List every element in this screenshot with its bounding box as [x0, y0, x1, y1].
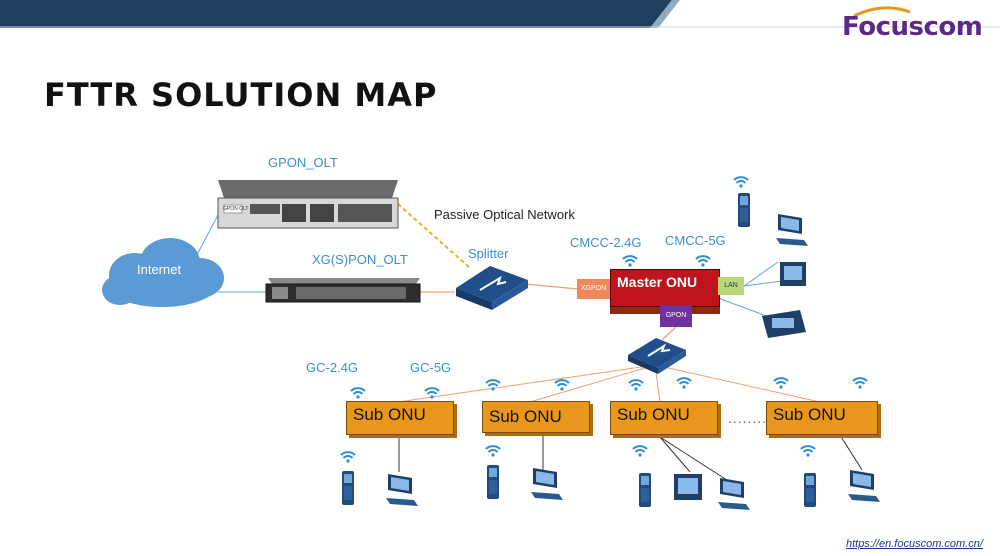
mobile-device-icon — [804, 473, 816, 507]
tv-icon — [780, 262, 806, 286]
wifi-icon — [733, 176, 749, 189]
wifi-icon — [628, 379, 644, 392]
sub-onu-label: Sub ONU — [773, 405, 846, 424]
internet-cloud-icon — [102, 238, 224, 307]
wifi-icon — [340, 451, 356, 464]
sub-onu-label: Sub ONU — [617, 405, 690, 424]
sub-onu-box: Sub ONU — [482, 401, 590, 433]
xgpon-port: XGPON — [577, 279, 610, 299]
sub-onu-label: Sub ONU — [489, 407, 562, 426]
splitter-label: Splitter — [468, 246, 509, 261]
wifi-icon — [676, 377, 692, 390]
gpon-olt-device-icon — [217, 180, 399, 229]
gc-5g-label: GC-5G — [410, 360, 452, 375]
telephone-icon — [762, 310, 806, 338]
sub-onu-box: Sub ONU — [766, 401, 878, 435]
cmcc-5g-label: CMCC-5G — [665, 233, 726, 248]
sub-onu-box: Sub ONU — [346, 401, 454, 435]
wifi-icon — [632, 445, 648, 458]
mobile-device-icon — [738, 193, 750, 227]
mobile-device-icon — [487, 465, 499, 499]
brand-logo: Focuscom — [842, 12, 983, 42]
gpon-port: GPON — [660, 305, 692, 327]
gpon-olt-label: GPON_OLT — [268, 155, 338, 170]
wifi-icon — [485, 445, 501, 458]
sub-onu-label: Sub ONU — [353, 405, 426, 424]
olt-device-tag: GPON OLT — [223, 206, 249, 212]
mobile-device-icon — [342, 471, 354, 505]
xgspon-olt-label: XG(S)PON_OLT — [312, 252, 408, 267]
wifi-icon — [622, 255, 638, 268]
computer-icon — [531, 468, 563, 500]
lan-port: LAN — [718, 277, 744, 295]
master-onu-label: Master ONU — [617, 274, 698, 290]
computer-icon — [386, 474, 418, 506]
ellipsis-indicator: ........ — [728, 410, 768, 426]
passive-optical-network-label: Passive Optical Network — [434, 207, 575, 222]
sub-onu-box: Sub ONU — [610, 401, 718, 435]
header-bar — [0, 0, 1000, 28]
wifi-icon — [800, 445, 816, 458]
wifi-icon — [554, 379, 570, 392]
wifi-icon — [695, 255, 711, 268]
cmcc-2-4g-label: CMCC-2.4G — [570, 235, 642, 250]
tv-icon — [674, 474, 702, 500]
mobile-device-icon — [639, 473, 651, 507]
splitter-icon — [456, 266, 528, 310]
gc-2-4g-label: GC-2.4G — [306, 360, 359, 375]
wifi-icon — [773, 377, 789, 390]
page-title: FTTR SOLUTION MAP — [44, 76, 438, 114]
footer-url-link[interactable]: https://en.focuscom.com.cn/ — [846, 538, 983, 550]
wifi-icon — [350, 387, 366, 400]
xgspon-olt-device-icon — [265, 278, 421, 303]
brand-swoosh-icon — [853, 6, 911, 18]
computer-icon — [718, 478, 750, 510]
computer-icon — [776, 214, 808, 246]
wifi-icon — [852, 377, 868, 390]
secondary-splitter-icon — [628, 338, 686, 374]
computer-icon — [848, 470, 880, 502]
internet-label: Internet — [137, 262, 182, 277]
wifi-icon — [424, 387, 440, 400]
